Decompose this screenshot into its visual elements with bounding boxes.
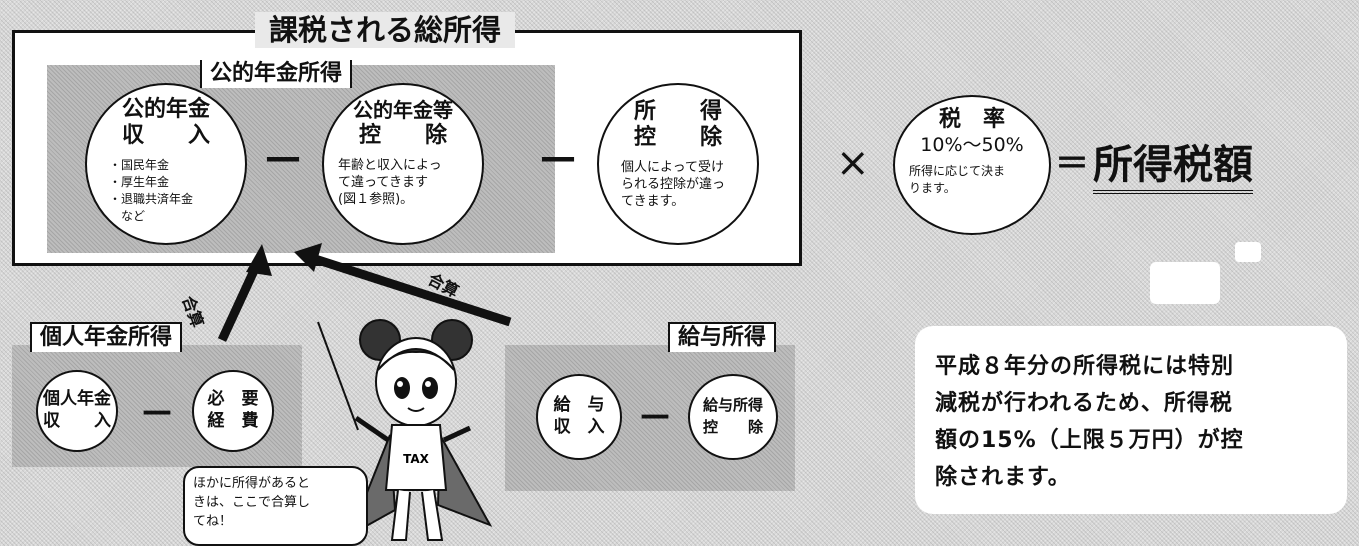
circle-label: 収 入 (553, 417, 605, 437)
bubble-line: てね！ (193, 514, 233, 529)
public-pension-label: 公的年金所得 (200, 60, 353, 88)
circle-title: 公的年金 (121, 97, 210, 122)
personal-pension-income-circle: 個人年金 収 入 (36, 370, 118, 452)
equals-sign: ＝ (1055, 144, 1089, 184)
personal-pension-label: 個人年金所得 (30, 322, 183, 352)
note-line: 平成８年分の所得税には特別 (935, 354, 1235, 379)
circle-label: 収 入 (43, 411, 111, 431)
circle-label: 控 除 (702, 418, 763, 436)
times-sign: × (836, 140, 870, 186)
minus-sign: — (142, 394, 172, 429)
desc-line: ります。 (909, 181, 956, 195)
tax-mascot-illustration: TAX (348, 319, 493, 541)
public-pension-income-circle: 公的年金 収 入 ・国民年金 ・厚生年金 ・退職共済年金 など (85, 83, 247, 245)
speech-bubble: ほかに所得があると きは、ここで合算し てね！ (183, 466, 368, 546)
circle-label: 給与所得 (702, 396, 763, 414)
circle-title: 公的年金等 (353, 98, 453, 122)
arrow-left (217, 244, 272, 342)
circle-desc: 個人によって受け られる控除が違っ てきます。 (621, 159, 757, 210)
note-line: 除されます。 (935, 465, 1071, 490)
tax-rate-range: 10%～50% (920, 134, 1024, 156)
taxable-income-title: 課税される総所得 (255, 12, 516, 48)
note-line: 減税が行われるため、所得税 (935, 391, 1233, 416)
desc-line: てきます。 (621, 194, 685, 209)
circle-title: 収 入 (121, 123, 210, 148)
minus-sign: — (540, 137, 576, 178)
circle-title: 控 除 (358, 123, 447, 148)
special-tax-reduction-note: 平成８年分の所得税には特別 減税が行われるため、所得税 額の15%（上限５万円）… (915, 326, 1347, 514)
circle-title: 所 得 (633, 99, 722, 124)
desc-line: 所得に応じて決ま (909, 164, 1006, 178)
circle-label: 個人年金 (43, 389, 111, 409)
decorative-block (1235, 242, 1261, 262)
list-item: ・厚生年金 (109, 175, 170, 189)
circle-title: 控 除 (633, 125, 722, 150)
salary-deduction-circle: 給与所得 控 除 (688, 374, 778, 460)
salary-income-label: 給与所得 (668, 322, 777, 352)
circle-desc: 年齢と収入によっ て違ってきます (図１参照)。 (338, 157, 482, 208)
income-deduction-circle: 所 得 控 除 個人によって受け られる控除が違っ てきます。 (597, 83, 759, 245)
circle-label: 経 費 (207, 411, 259, 431)
pension-type-list: ・国民年金 ・厚生年金 ・退職共済年金 など (109, 157, 245, 225)
necessary-expenses-circle: 必 要 経 費 (192, 370, 274, 452)
desc-line: (図１参照)。 (338, 192, 414, 207)
circle-label: 必 要 (207, 389, 259, 409)
bubble-line: ほかに所得があると (193, 476, 311, 491)
tax-rate-desc: 所得に応じて決ま ります。 (909, 163, 1049, 197)
bubble-line: きは、ここで合算し (193, 495, 311, 510)
salary-income-circle: 給 与 収 入 (536, 374, 622, 460)
arrow-right (294, 243, 512, 327)
minus-sign: — (265, 137, 301, 178)
list-item: ・国民年金 (109, 158, 170, 172)
list-item: ・退職共済年金 (109, 192, 194, 206)
tax-rate-circle: 税 率 10%～50% 所得に応じて決ま ります。 (893, 95, 1051, 235)
income-tax-amount: 所得税額 (1093, 140, 1253, 194)
minus-sign: — (640, 398, 670, 433)
decorative-block (1150, 262, 1220, 304)
mascot-badge: TAX (403, 452, 430, 466)
desc-line: 個人によって受け (621, 160, 724, 175)
circle-label: 給 与 (553, 395, 605, 415)
pointer-stick (317, 321, 359, 431)
tax-rate-title: 税 率 (938, 107, 1005, 132)
desc-line: て違ってきます (338, 175, 428, 190)
public-pension-deduction-circle: 公的年金等 控 除 年齢と収入によっ て違ってきます (図１参照)。 (322, 83, 484, 245)
note-line: 額の15%（上限５万円）が控 (935, 428, 1244, 453)
list-item: など (109, 209, 146, 223)
desc-line: 年齢と収入によっ (338, 158, 442, 173)
desc-line: られる控除が違っ (621, 177, 726, 192)
